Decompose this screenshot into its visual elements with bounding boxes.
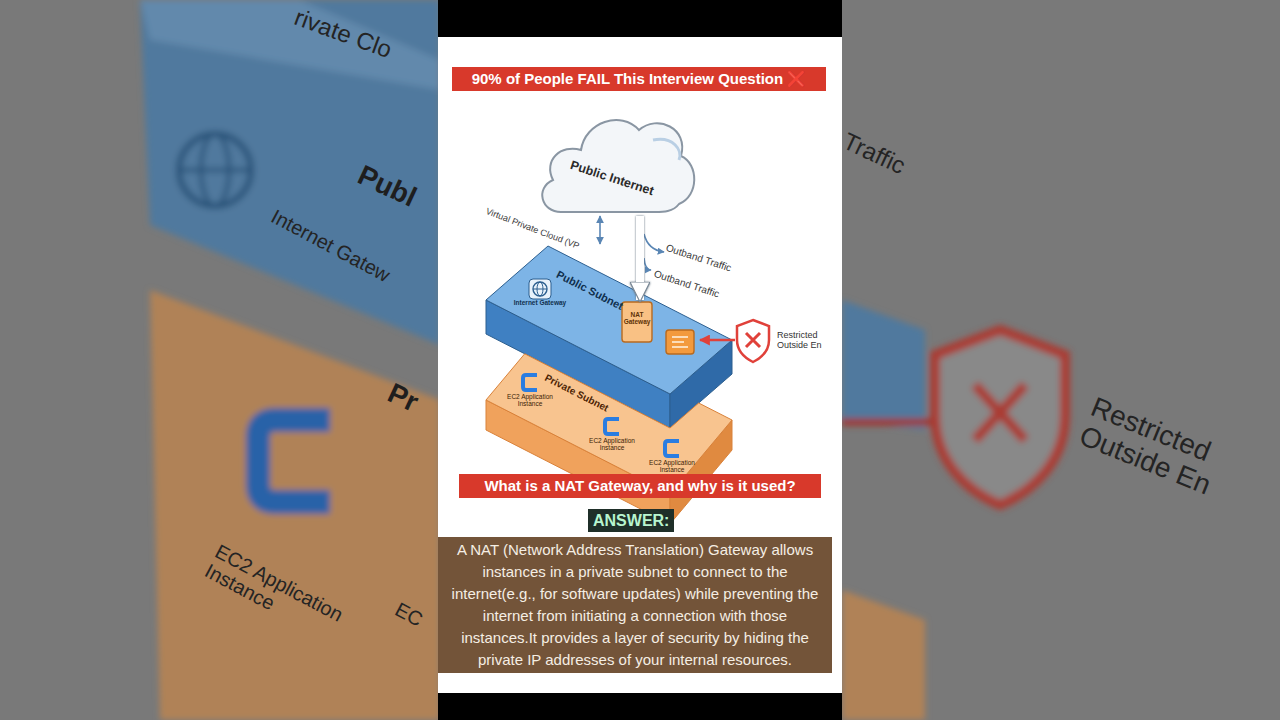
background-label: Publ (353, 160, 421, 214)
background-label: EC (392, 598, 427, 630)
flow-label: Outband Traffic (653, 268, 721, 300)
label-holder: Publ (353, 160, 421, 214)
cloud-outline (542, 120, 694, 212)
cloud-node: Public Internet (533, 100, 698, 216)
text-holder: EC2 Application Instance (503, 393, 557, 408)
text-holder: Public Internet (569, 158, 656, 199)
background-label: Internet Gatew (268, 205, 394, 286)
question-banner: What is a NAT Gateway, and why is it use… (459, 474, 821, 498)
shield-node: Restricted Outside En (735, 318, 840, 382)
nat-icon-lines (672, 337, 688, 347)
slab-front (486, 400, 670, 524)
node-text: EC2 Application Instance (585, 437, 639, 452)
blurred-copy-left (140, 0, 440, 720)
background-label: EC2 Application Instance (201, 540, 372, 659)
igw-shape (512, 280, 568, 312)
text-holder: Internet Gateway (512, 299, 568, 306)
ec2-icon (665, 441, 679, 456)
slab-side (670, 340, 732, 428)
text-holder: NAT Gateway (623, 311, 651, 326)
nat-shape (618, 300, 700, 360)
ec2-icon (605, 419, 619, 434)
nat-icon (666, 330, 694, 354)
private-subnet-slab: Private SubnetEC2 Application InstanceEC… (486, 350, 734, 526)
node-text: A NAT (Network Address Translation) Gate… (444, 539, 826, 671)
answer-box: A NAT (Network Address Translation) Gate… (438, 537, 832, 673)
label-holder: EC2 Application Instance (201, 540, 372, 659)
text-holder: EC2 Application Instance (645, 459, 699, 474)
globe-frame (529, 279, 551, 299)
label-holder: Outband Traffic (665, 242, 733, 274)
side-ground (0, 0, 438, 720)
nat-gateway: NAT Gateway (618, 300, 700, 360)
nat-box (622, 302, 652, 342)
node-text: NAT Gateway (623, 311, 651, 326)
white-panel (438, 37, 842, 693)
traffic-curve (644, 234, 664, 252)
node-text: ANSWER: (593, 511, 669, 530)
traffic-curve (644, 258, 651, 270)
slab-front (486, 300, 670, 428)
shield-cross (746, 333, 760, 347)
node-text: Public Internet (569, 158, 656, 199)
ec2-instance: EC2 Application Instance (585, 416, 639, 450)
background-label: Restricted Outside En (1075, 392, 1246, 509)
answer-tag: ANSWER: (588, 509, 674, 532)
side-dim (0, 0, 438, 720)
cloud-shape (533, 100, 698, 216)
slab-top (486, 354, 732, 494)
globe-icon (537, 282, 543, 296)
shield-outline (737, 320, 769, 362)
node-text: Internet Gateway (512, 299, 568, 306)
traffic-arrow (599, 216, 601, 244)
node-text: What is a NAT Gateway, and why is it use… (462, 477, 818, 495)
ec2-icon (523, 375, 537, 390)
cloud-shade (653, 139, 680, 160)
label-holder: Restricted Outside En (1075, 392, 1246, 509)
globe-icon (533, 289, 547, 290)
label-holder: Traffic (839, 128, 909, 180)
node-text: EC2 Application Instance (503, 393, 557, 408)
text-holder: Restricted Outside En (777, 330, 837, 351)
label-holder: Pr (383, 378, 423, 418)
label-holder: Internet Gatew (268, 205, 394, 286)
blocked-arrow (700, 339, 735, 342)
background-label: rivate Clo (291, 4, 395, 63)
black-bar (438, 693, 842, 720)
ec2-instance: EC2 Application Instance (645, 438, 699, 472)
node-text: Virtual Private Cloud (VP (484, 206, 580, 251)
label-holder: EC (392, 598, 427, 630)
globe-icon (533, 282, 547, 296)
title-text: 90% of People FAIL This Interview Questi… (452, 70, 826, 88)
outbound-arrow (636, 216, 644, 300)
internet-gateway: Internet Gateway (512, 280, 568, 312)
ec2-instance: EC2 Application Instance (503, 372, 557, 406)
background-label: Traffic (839, 128, 909, 180)
label-holder: rivate Clo (291, 4, 395, 63)
side-dim (842, 0, 1280, 720)
node-text: Restricted Outside En (777, 330, 837, 351)
node-text: EC2 Application Instance (645, 459, 699, 474)
title-banner: 90% of People FAIL This Interview Questi… (452, 67, 826, 91)
black-bar (438, 0, 842, 37)
label-holder: Outband Traffic (653, 268, 721, 300)
flow-label: Outband Traffic (665, 242, 733, 274)
side-ground (842, 0, 1280, 720)
text-holder: Virtual Private Cloud (VP (484, 206, 580, 251)
text-holder: EC2 Application Instance (585, 437, 639, 452)
background-label: Pr (383, 378, 423, 418)
slab-top (486, 246, 732, 394)
blurred-copy-right (842, 300, 1065, 720)
